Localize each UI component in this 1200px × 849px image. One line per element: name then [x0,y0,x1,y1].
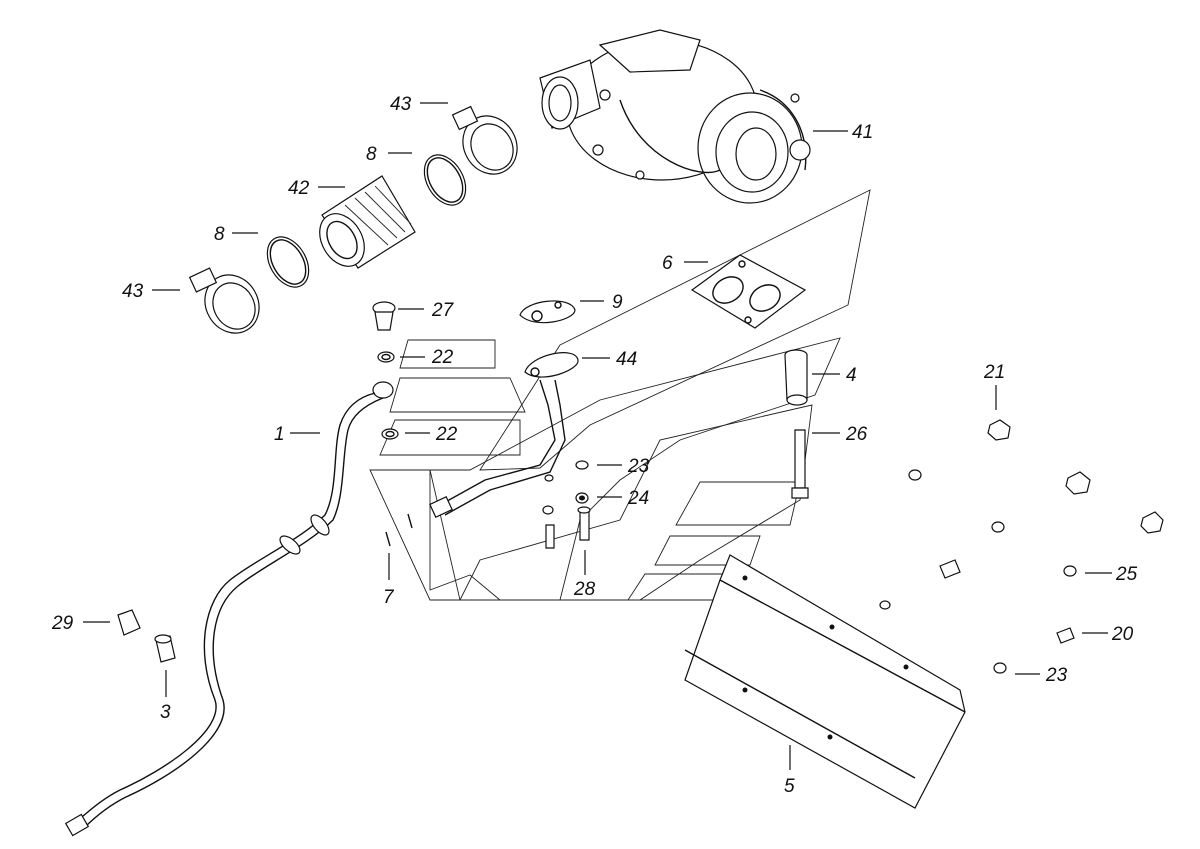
label-43-lower: 43 [122,281,144,302]
sealing-rings [266,154,467,288]
label-28: 28 [573,579,596,600]
washer-lower-hole [385,430,395,438]
label-41: 41 [852,122,873,143]
leader-lines [83,102,1112,770]
label-43-top: 43 [390,94,412,115]
bellows-compensator [319,175,416,269]
label-21: 21 [983,362,1005,383]
label-25: 25 [1115,564,1138,585]
dowel-pins [385,513,413,547]
nuts-and-bolts [879,419,1164,674]
label-1: 1 [274,424,285,445]
label-22-lower: 22 [435,424,458,445]
washer-upper-hole [381,353,391,361]
label-7: 7 [383,587,395,608]
label-26: 26 [845,424,868,445]
label-20: 20 [1111,624,1134,645]
label-42: 42 [288,178,310,199]
label-3: 3 [160,702,171,723]
stud-bolt [791,429,809,499]
label-44: 44 [616,349,637,370]
banjo-bolt [372,301,396,331]
engine-plane-outlines [369,189,871,601]
label-8-top: 8 [366,144,377,165]
hose-clamp-top [451,105,518,175]
label-6: 6 [662,253,673,274]
gasket-turbo [690,254,807,329]
hose-clamp-lower [188,267,260,334]
label-23-lower: 23 [1045,665,1068,686]
heat-shield [684,554,966,809]
label-29: 29 [51,613,74,634]
label-24: 24 [627,488,649,509]
small-hardware [542,460,591,549]
label-5: 5 [784,776,795,797]
turbocharger [539,29,811,204]
oil-supply-tube [64,381,394,837]
label-27: 27 [431,300,455,321]
washer-upper [377,351,395,363]
label-8-lower: 8 [214,224,225,245]
callout-labels: 43 41 8 42 8 43 6 27 9 22 44 4 21 1 22 2… [51,94,1138,797]
tube-piece [784,349,808,406]
label-23-mid: 23 [627,456,650,477]
oil-drain-pipe [429,352,579,518]
plate-fragments [379,339,801,601]
label-9: 9 [612,292,623,313]
pipe-fitting [117,609,176,663]
label-4: 4 [846,365,857,386]
label-22-upper: 22 [431,347,454,368]
washer-lower [381,428,399,440]
gasket-small [519,300,576,324]
